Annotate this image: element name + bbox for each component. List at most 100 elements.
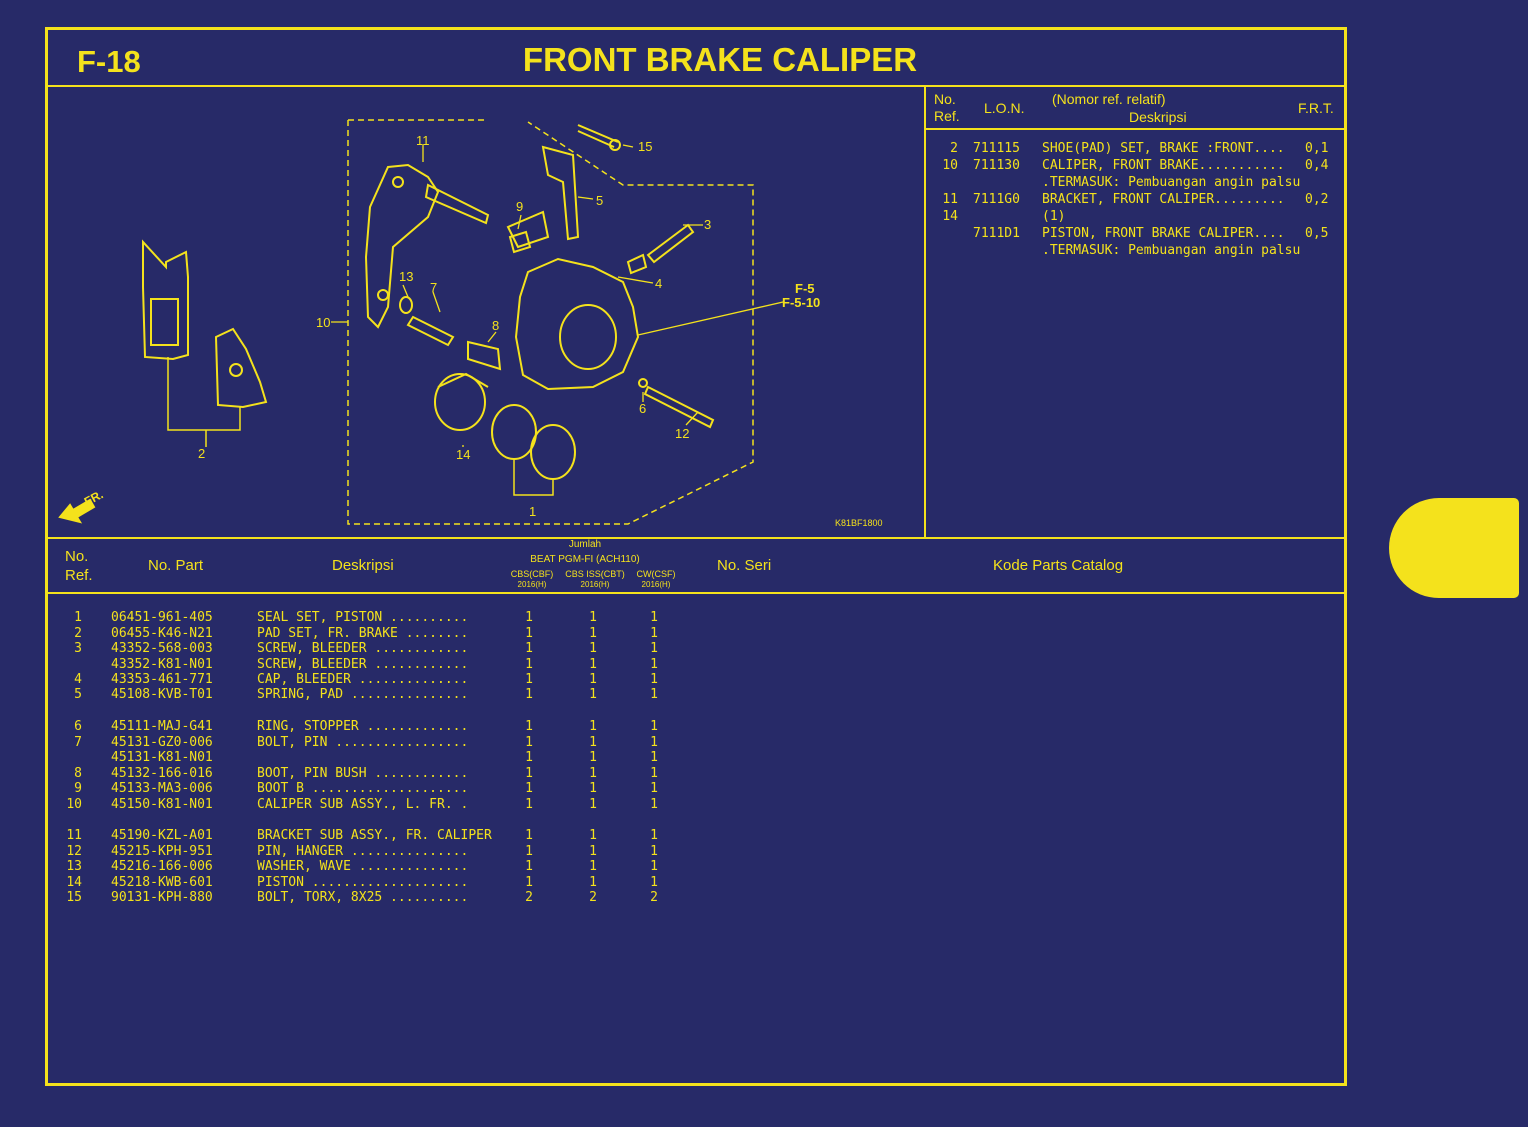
parts-header-variant-2-year: 2016(H) xyxy=(580,580,610,589)
diagram-table-divider xyxy=(924,86,926,537)
side-nav-tab-button[interactable] xyxy=(1389,498,1519,598)
frt-row: 14(1) xyxy=(942,209,1066,224)
header-divider xyxy=(48,85,1347,87)
pad-spring xyxy=(506,210,550,249)
parts-header-kode: Kode Parts Catalog xyxy=(993,557,1124,574)
parts-header-variant-1: CBS(CBF) xyxy=(510,569,554,579)
frt-row: .TERMASUK: Pembuangan angin palsu xyxy=(1042,175,1301,190)
callout-15: 15 xyxy=(638,139,653,154)
callout-12: 12 xyxy=(675,426,690,441)
torx-bolt-head xyxy=(609,139,621,151)
callout-14: 14 xyxy=(456,447,471,462)
frt-header-desc-top: (Nomor ref. relatif) xyxy=(1052,91,1166,107)
bracket-hole-top xyxy=(392,176,404,188)
callout-7: 7 xyxy=(430,280,438,295)
page-code: F-18 xyxy=(77,44,141,79)
parts-header-no-seri: No. Seri xyxy=(717,557,772,574)
bracket-hole-bottom xyxy=(377,289,389,301)
caliper-piston-bore xyxy=(559,304,617,370)
callout-8: 8 xyxy=(492,318,500,333)
piston xyxy=(434,373,486,431)
parts-header-variant-2: CBS ISS(CBT) xyxy=(565,569,625,579)
frt-header-lon: L.O.N. xyxy=(984,100,1025,116)
callout-2: 2 xyxy=(198,446,206,461)
parts-header-variant-3: CW(CSF) xyxy=(636,569,676,579)
pad-hole xyxy=(229,363,243,377)
pad-spring-clip xyxy=(541,145,580,241)
parts-header-model: BEAT PGM-FI (ACH110) xyxy=(530,554,640,565)
callout-1: 1 xyxy=(529,504,537,519)
dust-seal xyxy=(530,424,576,480)
parts-header-variant-3-year: 2016(H) xyxy=(641,580,671,589)
frt-header-divider xyxy=(925,128,1347,130)
caliper-body xyxy=(514,257,640,391)
pad-leader xyxy=(167,357,241,447)
bleeder-screw xyxy=(646,223,695,264)
diagram-ref-f5-10[interactable]: F-5-10 xyxy=(782,295,821,310)
caliper-bracket xyxy=(364,163,440,329)
wave-washer xyxy=(399,296,413,314)
diagram-code: K81BF1800 xyxy=(835,518,883,528)
catalog-page-frame xyxy=(45,27,1347,1086)
parts-header-no-ref: No. Ref. xyxy=(65,548,93,584)
callout-3: 3 xyxy=(704,217,712,232)
leader-lines xyxy=(331,144,784,447)
frt-header-no-ref: No. Ref. xyxy=(934,91,960,124)
brake-pad-inner xyxy=(142,239,189,361)
stopper-ring xyxy=(638,378,648,388)
callout-4: 4 xyxy=(655,276,663,291)
callout-13: 13 xyxy=(399,269,414,284)
bleeder-cap xyxy=(626,253,648,275)
frt-header-frt: F.R.T. xyxy=(1298,100,1334,116)
front-direction-arrow xyxy=(58,498,96,524)
parts-header-jumlah: Jumlah xyxy=(568,539,602,550)
bracket-pin xyxy=(424,183,490,225)
callout-5: 5 xyxy=(596,193,604,208)
torx-bolt xyxy=(577,124,619,148)
diagram-ref-f5[interactable]: F-5 xyxy=(795,281,815,296)
parts-header-variant-1-year: 2016(H) xyxy=(517,580,547,589)
piston-seal xyxy=(491,404,537,460)
boot-b xyxy=(508,230,532,254)
pin-bolt xyxy=(406,315,455,347)
page-title: FRONT BRAKE CALIPER xyxy=(522,41,918,78)
hanger-pin xyxy=(643,385,715,429)
parts-header-no-part: No. Part xyxy=(148,557,204,574)
callout-6: 6 xyxy=(639,401,647,416)
pin-bush-boot xyxy=(467,340,502,371)
seal-leader xyxy=(513,459,554,496)
frt-row: .TERMASUK: Pembuangan angin palsu xyxy=(1042,243,1301,258)
brake-pad-outer xyxy=(214,327,268,409)
frt-header-desc: Deskripsi xyxy=(1129,109,1187,125)
brake-pad-inner-lining xyxy=(150,298,179,346)
exploded-parts-diagram xyxy=(58,119,784,525)
parts-header-deskripsi: Deskripsi xyxy=(332,557,394,574)
assembly-outline xyxy=(347,119,754,525)
callout-10: 10 xyxy=(316,315,331,330)
callout-9: 9 xyxy=(516,199,524,214)
piston-top xyxy=(437,372,489,388)
callout-11: 11 xyxy=(416,133,430,148)
parts-table-top-rule xyxy=(48,537,1347,539)
